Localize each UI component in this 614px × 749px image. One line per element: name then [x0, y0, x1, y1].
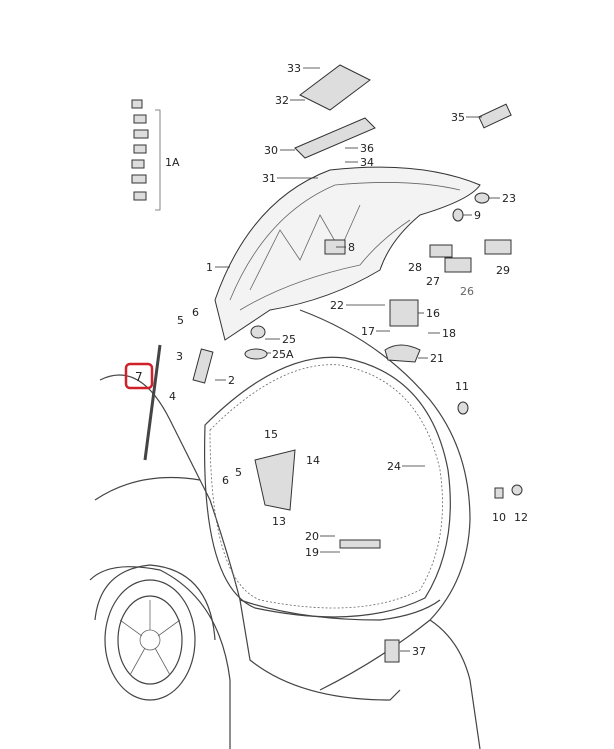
callout[interactable]: 20 [305, 530, 319, 543]
highlight-box-7 [124, 362, 154, 390]
callout[interactable]: 5 [177, 314, 184, 327]
callout[interactable]: 33 [287, 62, 301, 75]
callout[interactable]: 2 [228, 374, 235, 387]
callout[interactable]: 29 [496, 264, 510, 277]
callout[interactable]: 18 [442, 327, 456, 340]
callout[interactable]: 26 [460, 285, 474, 298]
callout[interactable]: 24 [387, 460, 401, 473]
wheel [94, 564, 216, 701]
callout[interactable]: 10 [492, 511, 506, 524]
parts [131, 64, 523, 663]
callout[interactable]: 9 [474, 209, 481, 222]
callout[interactable]: 4 [169, 390, 176, 403]
callout[interactable]: 31 [262, 172, 276, 185]
callout-labels: 33 32 35 36 34 30 31 1A 23 9 1 8 28 27 2… [124, 62, 528, 658]
callout[interactable]: 25A [272, 348, 294, 361]
callout[interactable]: 32 [275, 94, 289, 107]
callout[interactable]: 1A [165, 156, 180, 169]
callout[interactable]: 12 [514, 511, 528, 524]
callout[interactable]: 37 [412, 645, 426, 658]
callout[interactable]: 25 [282, 333, 296, 346]
callout[interactable]: 19 [305, 546, 319, 559]
callout[interactable]: 13 [272, 515, 286, 528]
callout-7-highlighted[interactable]: 7 [135, 370, 143, 384]
callout[interactable]: 6 [222, 474, 229, 487]
callout[interactable]: 6 [192, 306, 199, 319]
callout[interactable]: 16 [426, 307, 440, 320]
callout[interactable]: 30 [264, 144, 278, 157]
callout[interactable]: 34 [360, 156, 374, 169]
callout[interactable]: 27 [426, 275, 440, 288]
callout[interactable]: 11 [455, 380, 469, 393]
callout[interactable]: 23 [502, 192, 516, 205]
callout[interactable]: 35 [451, 111, 465, 124]
callout[interactable]: 22 [330, 299, 344, 312]
callout[interactable]: 28 [408, 261, 422, 274]
callout[interactable]: 14 [306, 454, 320, 467]
tailgate [214, 166, 481, 341]
callout[interactable]: 36 [360, 142, 374, 155]
callout[interactable]: 3 [176, 350, 183, 363]
callout[interactable]: 1 [206, 261, 213, 274]
callout[interactable]: 15 [264, 428, 278, 441]
callout[interactable]: 21 [430, 352, 444, 365]
callout[interactable]: 8 [348, 241, 355, 254]
callout[interactable]: 5 [235, 466, 242, 479]
car-body-outline [89, 309, 481, 749]
callout[interactable]: 17 [361, 325, 375, 338]
